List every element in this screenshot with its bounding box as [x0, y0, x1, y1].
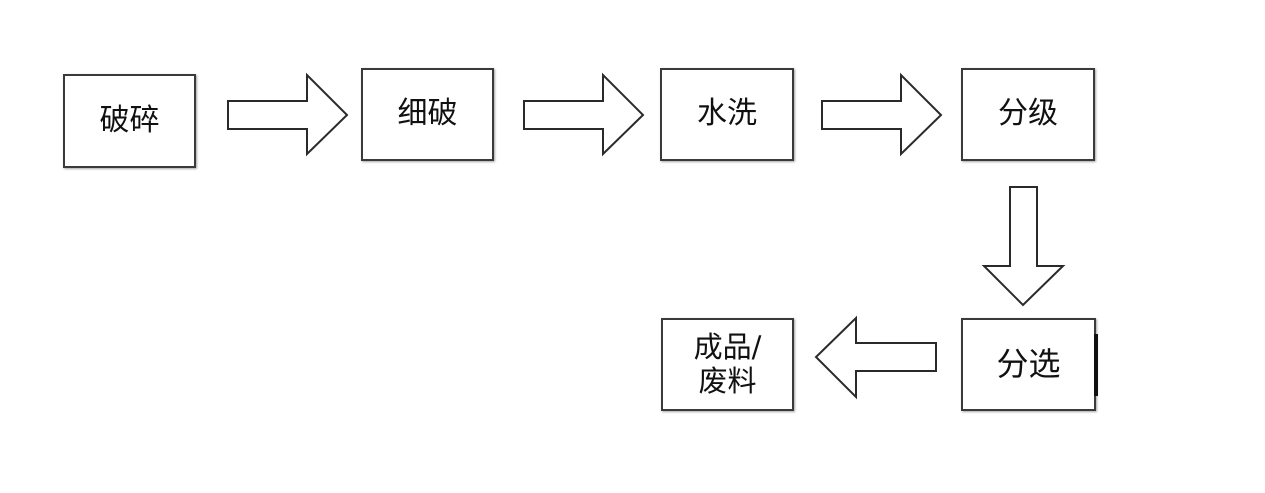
step-label: 细破	[397, 96, 458, 132]
step-box-sorting: 分选	[961, 318, 1098, 411]
step-box-product-waste: 成品/ 废料	[661, 318, 794, 411]
arrow-right-icon	[523, 72, 645, 157]
step-box-crushing: 破碎	[63, 74, 196, 168]
arrow-right-icon	[821, 72, 943, 157]
step-box-washing: 水洗	[660, 68, 794, 161]
step-box-fine-crushing: 细破	[361, 68, 494, 161]
arrow-down-icon	[981, 186, 1066, 307]
step-label: 分级	[998, 96, 1058, 132]
step-box-grading: 分级	[961, 68, 1095, 161]
step-label: 分选	[996, 345, 1061, 384]
step-label: 成品/ 废料	[693, 330, 762, 398]
arrow-left-icon	[814, 315, 937, 400]
step-label: 破碎	[99, 102, 160, 138]
arrow-right-icon	[227, 72, 349, 157]
step-label: 水洗	[697, 96, 757, 132]
